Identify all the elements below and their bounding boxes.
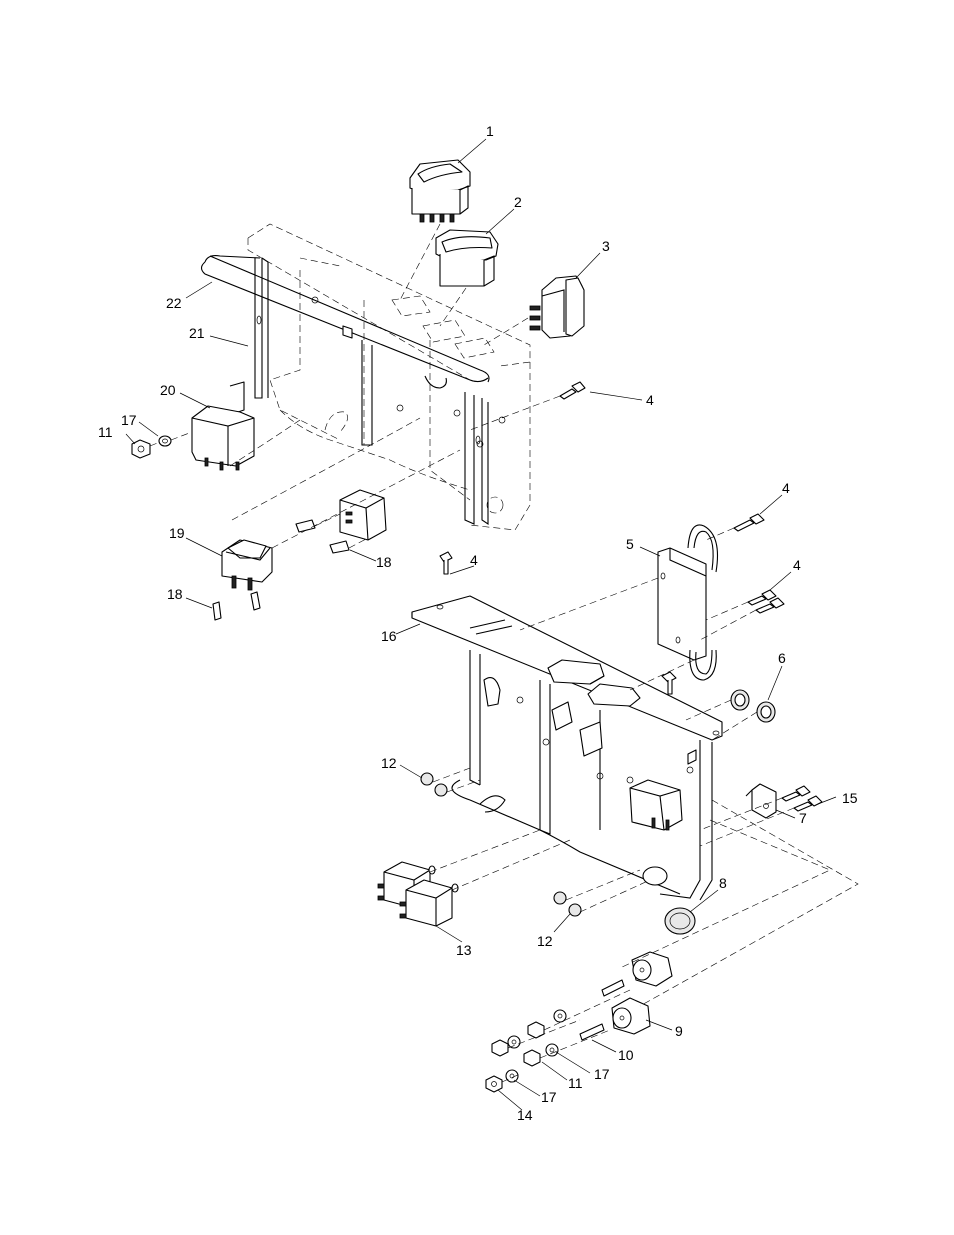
callout-13: 13 xyxy=(456,942,472,958)
upper-bracket-assembly xyxy=(200,223,531,531)
part-19-switch xyxy=(221,539,273,591)
callout-1: 1 xyxy=(486,123,494,139)
leader-lines xyxy=(125,138,837,1111)
part-17-washers-lower xyxy=(505,1009,567,1083)
callout-2: 2 xyxy=(514,194,522,210)
callout-18-center: 18 xyxy=(376,554,392,570)
callout-14: 14 xyxy=(517,1107,533,1123)
part-4-screws-right xyxy=(439,513,785,695)
callout-19: 19 xyxy=(169,525,185,541)
part-1-rocker-switch xyxy=(409,159,471,223)
part-3-switch xyxy=(529,275,585,339)
callout-17-lower-right: 17 xyxy=(594,1066,610,1082)
callout-12-lower: 12 xyxy=(537,933,553,949)
callout-17-upper: 17 xyxy=(121,412,137,428)
part-10-shafts xyxy=(579,979,625,1041)
part-14-nut xyxy=(485,1075,503,1093)
part-17-washer-upper xyxy=(158,435,172,447)
callout-7: 7 xyxy=(799,810,807,826)
center-switch-upper xyxy=(339,489,387,541)
callout-11-lower: 11 xyxy=(568,1075,583,1091)
part-18-terminals-left xyxy=(212,591,261,621)
callout-8: 8 xyxy=(719,875,727,891)
callout-4-upper: 4 xyxy=(646,392,654,408)
callout-5: 5 xyxy=(626,536,634,552)
part-7-clip xyxy=(745,783,777,819)
callout-6: 6 xyxy=(778,650,786,666)
lower-panel-assembly xyxy=(411,595,723,901)
callout-20: 20 xyxy=(160,382,176,398)
callout-12-left: 12 xyxy=(381,755,397,771)
part-18-terminals-center xyxy=(295,519,350,554)
callout-16: 16 xyxy=(381,628,397,644)
assembly-phantom-lines xyxy=(149,223,859,1083)
callout-18-left: 18 xyxy=(167,586,183,602)
part-15-screws xyxy=(781,785,823,812)
callout-4-right-top: 4 xyxy=(782,480,790,496)
part-9-knobs xyxy=(611,951,673,1035)
part-11-nut-upper xyxy=(131,439,151,459)
part-6-grommets xyxy=(730,689,776,723)
callout-15: 15 xyxy=(842,790,858,806)
part-8-plug xyxy=(664,907,696,935)
callout-11-upper: 11 xyxy=(98,424,113,440)
part-5-bracket-harness xyxy=(657,524,719,681)
callout-4-right: 4 xyxy=(793,557,801,573)
callout-17-lower-left: 17 xyxy=(541,1089,557,1105)
callout-10: 10 xyxy=(618,1047,634,1063)
callout-22: 22 xyxy=(166,295,182,311)
callout-21: 21 xyxy=(189,325,205,341)
part-13-circuit-breakers xyxy=(377,861,459,927)
callout-4-center: 4 xyxy=(470,552,478,568)
part-12-nuts-lower xyxy=(553,891,582,917)
part-4-screw-upper xyxy=(559,381,586,400)
part-12-nuts-left xyxy=(420,772,448,797)
part-11-nuts-lower xyxy=(491,1021,545,1067)
callout-3: 3 xyxy=(602,238,610,254)
callout-9: 9 xyxy=(675,1023,683,1039)
callout-labels: 1 2 3 4 4 4 4 5 6 7 8 9 10 11 11 12 12 1… xyxy=(98,123,858,1123)
part-20-relay xyxy=(191,381,255,471)
part-2-rocker-switch xyxy=(435,229,499,287)
